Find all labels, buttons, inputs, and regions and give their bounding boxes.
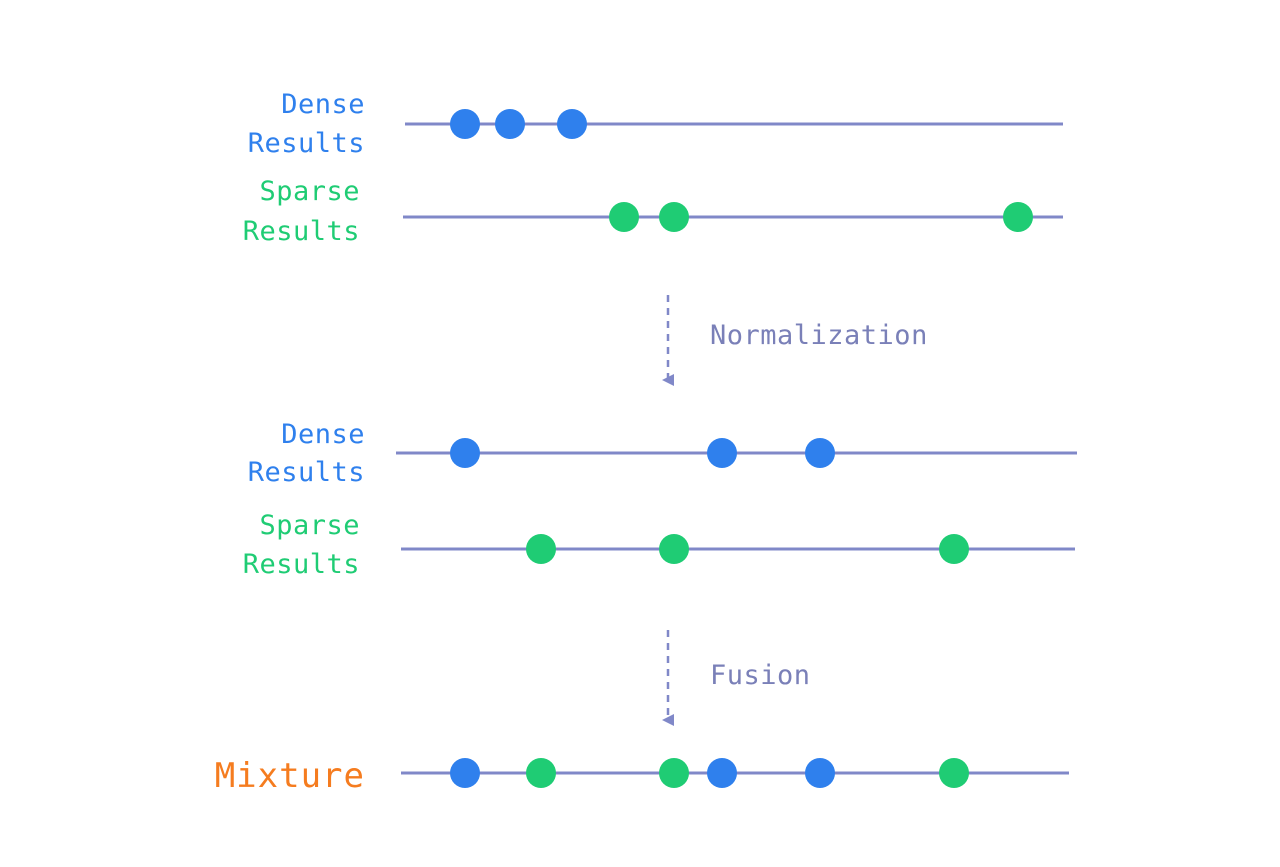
sparse-label-line2: Results: [243, 549, 360, 580]
sparse-results-row-after: Sparse Results: [243, 510, 1075, 580]
sparse-label-line1: Sparse: [259, 510, 360, 541]
sparse-result-point: [526, 534, 556, 564]
sparse-label-line2: Results: [243, 216, 360, 247]
sparse-result-point: [1003, 202, 1033, 232]
dense-label-line2: Results: [248, 457, 365, 488]
fusion-step: Fusion: [662, 630, 811, 726]
normalization-label: Normalization: [710, 320, 928, 351]
dense-result-point: [450, 109, 480, 139]
dense-result-point: [707, 438, 737, 468]
sparse-result-point: [659, 758, 689, 788]
dense-result-point: [495, 109, 525, 139]
dense-results-row-before: Dense Results: [248, 89, 1063, 159]
sparse-result-point: [609, 202, 639, 232]
dense-result-point: [805, 438, 835, 468]
dense-result-point: [707, 758, 737, 788]
sparse-result-point: [526, 758, 556, 788]
sparse-result-point: [939, 758, 969, 788]
mixture-row: Mixture: [215, 756, 1069, 796]
dense-result-point: [450, 758, 480, 788]
dense-label-line1: Dense: [281, 419, 365, 450]
dense-label-line1: Dense: [281, 89, 365, 120]
mixture-label: Mixture: [215, 756, 365, 796]
dense-result-point: [805, 758, 835, 788]
sparse-result-point: [659, 202, 689, 232]
normalization-step: Normalization: [662, 295, 928, 386]
sparse-result-point: [659, 534, 689, 564]
dense-label-line2: Results: [248, 128, 365, 159]
dense-results-row-after: Dense Results: [248, 419, 1077, 488]
dense-result-point: [557, 109, 587, 139]
dense-result-point: [450, 438, 480, 468]
fusion-label: Fusion: [710, 660, 811, 691]
sparse-results-row-before: Sparse Results: [243, 176, 1063, 247]
sparse-label-line1: Sparse: [259, 176, 360, 207]
sparse-result-point: [939, 534, 969, 564]
